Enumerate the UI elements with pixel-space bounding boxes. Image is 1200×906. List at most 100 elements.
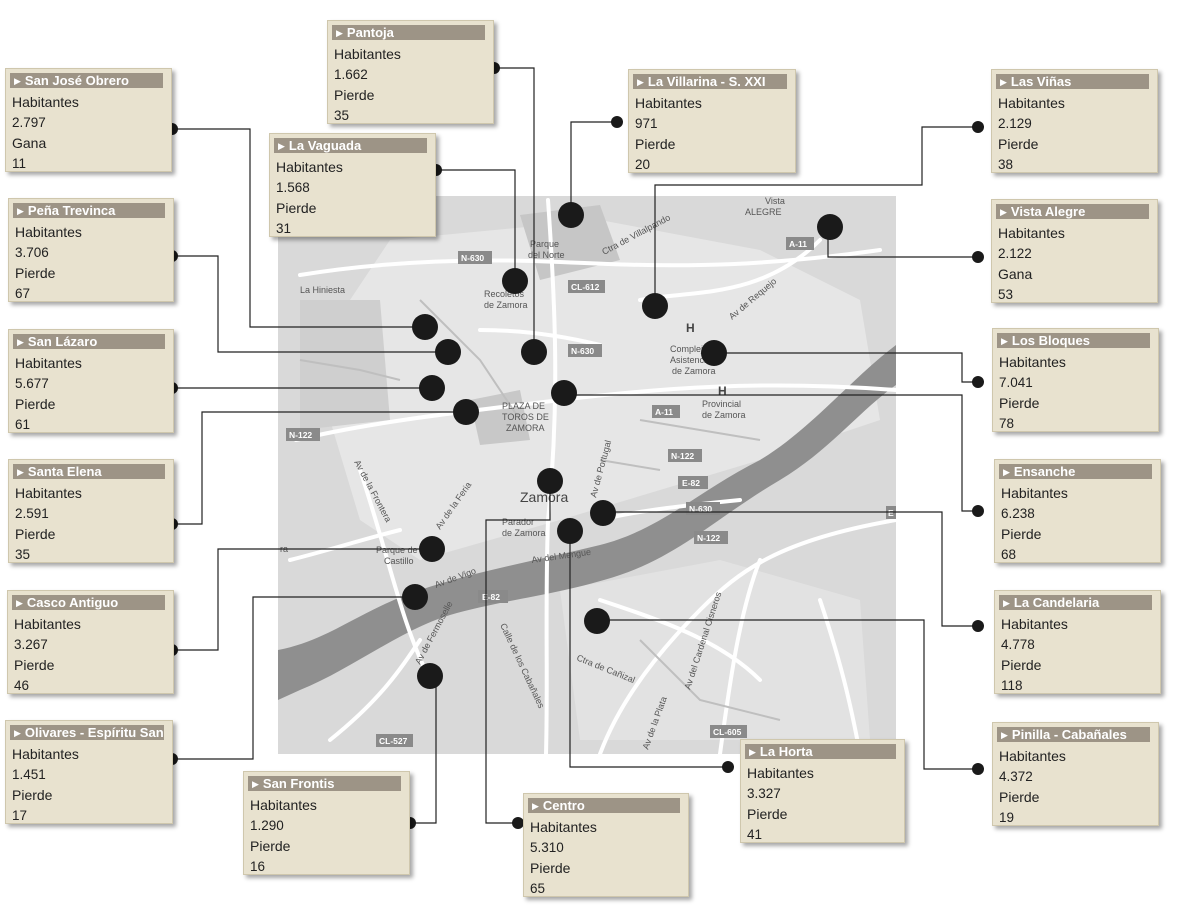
trend-label: Pierde <box>334 87 375 103</box>
card-title: Olivares - Espíritu San. <box>24 725 164 740</box>
card-title: La Vaguada <box>288 138 362 153</box>
habitantes-label: Habitantes <box>530 819 597 835</box>
hospital-icon: H <box>718 384 727 398</box>
trend-label: Pierde <box>999 395 1040 411</box>
habitantes-label: Habitantes <box>12 94 79 110</box>
change-value: 46 <box>14 677 30 693</box>
dot-ensanche <box>972 505 984 517</box>
map-area: La Hiniesta Parque del Norte Recoletos d… <box>278 196 896 754</box>
card-header: ▶Santa Elena <box>13 464 165 479</box>
triangle-icon: ▶ <box>1001 730 1008 740</box>
card-title: Casco Antiguo <box>26 595 119 610</box>
marker-pena-trevinca <box>435 339 461 365</box>
connector-la-vaguada <box>436 169 516 281</box>
marker-san-jose-obrero <box>412 314 438 340</box>
habitantes-label: Habitantes <box>998 95 1065 111</box>
card-header: ▶La Vaguada <box>274 138 427 153</box>
marker-las-vinas <box>642 293 668 319</box>
road-badge: CL-612 <box>571 282 600 292</box>
trend-label: Gana <box>998 266 1033 282</box>
trend-label: Pierde <box>15 265 56 281</box>
card-header: ▶Los Bloques <box>997 333 1150 348</box>
card-title: La Villarina - S. XXI <box>647 74 766 89</box>
connector-la-horta <box>569 531 728 768</box>
connector-casco-antiguo <box>172 548 432 651</box>
marker-la-candelaria <box>590 500 616 526</box>
road-badge: CL-527 <box>379 736 408 746</box>
habitantes-label: Habitantes <box>1001 616 1068 632</box>
habitantes-value: 2.122 <box>998 245 1032 261</box>
dot-los-bloques <box>972 376 984 388</box>
place-label: Provincial <box>702 399 741 409</box>
connector-la-villarina <box>570 121 617 215</box>
trend-label: Pierde <box>747 806 788 822</box>
connector-olivares <box>172 596 415 760</box>
trend-label: Pierde <box>15 526 56 542</box>
habitantes-value: 2.797 <box>12 114 46 130</box>
change-value: 31 <box>276 220 292 236</box>
road-badge: N-122 <box>671 451 694 461</box>
card-header: ▶La Horta <box>745 744 896 759</box>
card-header: ▶La Villarina - S. XXI <box>633 74 787 89</box>
road-badge: N-122 <box>289 430 312 440</box>
dot-pinilla <box>972 763 984 775</box>
triangle-icon: ▶ <box>252 779 259 789</box>
road-badge: E-82 <box>482 592 500 602</box>
habitantes-value: 1.451 <box>12 766 46 782</box>
card-header: ▶San Lázaro <box>13 334 165 349</box>
habitantes-value: 1.290 <box>250 817 284 833</box>
marker-olivares <box>402 584 428 610</box>
habitantes-label: Habitantes <box>999 354 1066 370</box>
card-header: ▶Las Viñas <box>996 74 1149 89</box>
change-value: 61 <box>15 416 31 432</box>
habitantes-value: 4.372 <box>999 768 1033 784</box>
card-header: ▶Centro <box>528 798 680 813</box>
habitantes-label: Habitantes <box>15 355 82 371</box>
place-label: Parador <box>502 517 534 527</box>
change-value: 19 <box>999 809 1015 825</box>
habitantes-label: Habitantes <box>635 95 702 111</box>
place-label: Vista <box>765 196 785 206</box>
habitantes-label: Habitantes <box>999 748 1066 764</box>
habitantes-value: 4.778 <box>1001 636 1035 652</box>
change-value: 68 <box>1001 546 1017 562</box>
road-badge: N-630 <box>461 253 484 263</box>
trend-label: Pierde <box>1001 657 1042 673</box>
card-title: Pantoja <box>346 25 394 40</box>
card-title: Pinilla - Cabañales <box>1011 727 1127 742</box>
place-label: PLAZA DE <box>502 401 545 411</box>
connector-santa-elena <box>172 411 466 525</box>
connector-lines <box>172 67 978 824</box>
place-label: de Zamora <box>672 366 716 376</box>
place-label: del Norte <box>528 250 565 260</box>
river-duero <box>278 345 896 700</box>
dot-las-vinas <box>972 121 984 133</box>
change-value: 17 <box>12 807 28 823</box>
habitantes-label: Habitantes <box>14 616 81 632</box>
habitantes-label: Habitantes <box>12 746 79 762</box>
dot-vista-alegre <box>972 251 984 263</box>
trend-label: Pierde <box>250 838 291 854</box>
triangle-icon: ▶ <box>278 141 285 151</box>
habitantes-value: 7.041 <box>999 374 1033 390</box>
card-header: ▶San Frontis <box>248 776 401 791</box>
connector-san-frontis <box>410 676 437 824</box>
triangle-icon: ▶ <box>16 598 23 608</box>
hospital-icon: H <box>686 321 695 335</box>
trend-label: Pierde <box>1001 526 1042 542</box>
road-badge: E <box>888 508 894 518</box>
card-title: Santa Elena <box>27 464 102 479</box>
marker-pantoja <box>521 339 547 365</box>
change-value: 11 <box>12 155 27 171</box>
triangle-icon: ▶ <box>17 467 24 477</box>
card-title: Las Viñas <box>1010 74 1072 89</box>
place-label: Parque <box>530 239 559 249</box>
triangle-icon: ▶ <box>336 28 343 38</box>
place-label: Recoletos <box>484 289 525 299</box>
